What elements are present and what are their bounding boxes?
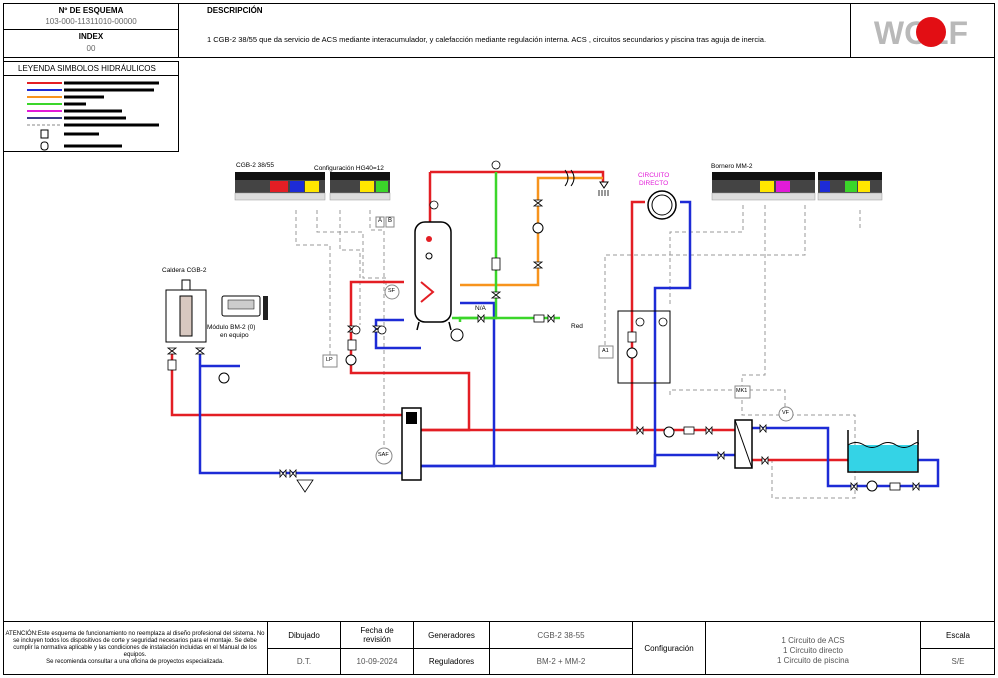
pump-recirculation-icon [532, 222, 544, 234]
scheme-number-value: 103-000-11311010-00000 [45, 17, 137, 26]
index-value: 00 [86, 44, 96, 53]
legend-symbols [27, 81, 159, 151]
generators-value: CGB-2 38-55 [490, 622, 633, 649]
boiler-cgb2 [165, 279, 207, 343]
pumps [218, 222, 878, 492]
vf-label: VF [782, 410, 790, 416]
bm2-module-sublabel: en equipo [220, 332, 249, 339]
sf-label: SF [388, 288, 396, 294]
pump-dhw-icon [345, 354, 357, 366]
config-footer-values: 1 Circuito de ACS 1 Circuito directo 1 C… [706, 622, 921, 675]
config-line-3: 1 Circuito de piscina [776, 656, 850, 665]
na-label: N/A [475, 305, 486, 312]
sensor-mk1-icon [734, 385, 751, 399]
footer: ATENCIÓN:Este esquema de funcionamiento … [3, 621, 995, 675]
swimming-pool [847, 430, 919, 473]
wolf-logo-icon: WOLF [874, 15, 968, 51]
drawn-value: D.T. [268, 649, 341, 675]
regulators-label: Reguladores [414, 649, 490, 675]
sensor-boxes [322, 216, 794, 465]
terminal-b-icon [385, 216, 395, 228]
return-pipes-blue [198, 200, 940, 488]
revision-value: 10-09-2024 [341, 649, 414, 675]
cold-water-pipes-green [452, 172, 560, 322]
index-label: INDEX [78, 32, 104, 41]
scale-label: Escala [921, 622, 995, 649]
separator-top-icon [406, 412, 417, 424]
pump-direct-icon [626, 347, 638, 359]
bm2-module-label: Módulo BM-2 (0) [207, 324, 256, 331]
check-valves [167, 257, 901, 493]
direct-circuit-label-2: DIRECTO [639, 180, 669, 187]
mk1-label: MK1 [736, 388, 748, 394]
bm2-module [221, 295, 268, 320]
legend-symbol-sensor-icon [40, 129, 49, 139]
terminal-block-config [329, 172, 391, 201]
config-label: Configuración HG40=12 [314, 165, 384, 172]
sensor-sf-icon [384, 284, 400, 300]
legend-box: LEYENDA SIMBOLOS HIDRÁULICOS [3, 61, 179, 152]
direct-circuit-group [617, 310, 671, 384]
terminal-block-cgb [234, 172, 326, 201]
footer-warning-text: ATENCIÓN:Este esquema de funcionamiento … [5, 630, 265, 658]
terminal-b-label: B [388, 218, 393, 224]
footer-warning: ATENCIÓN:Este esquema de funcionamiento … [3, 622, 268, 675]
terminal-block-mm2 [711, 172, 883, 201]
config-line-2: 1 Circuito directo [782, 646, 844, 655]
pump-primary-pool-icon [663, 426, 675, 438]
dhw-pipes-orange [460, 176, 603, 287]
hydraulic-separator [401, 407, 422, 481]
legend-title: LEYENDA SIMBOLOS HIDRÁULICOS [18, 64, 156, 73]
legend-symbol-probe-icon [40, 141, 49, 151]
drawn-label: Dibujado [268, 622, 341, 649]
regulators-value: BM-2 + MM-2 [490, 649, 633, 675]
logo-box: WOLF [850, 3, 995, 58]
supply-pipes-red [170, 170, 848, 462]
sensor-a1-icon [598, 345, 614, 359]
logo-circle-icon [916, 17, 946, 47]
footer-warning-advice: Se recomienda consultar a una oficina de… [46, 658, 224, 665]
dhw-tap-icon [564, 169, 609, 196]
description-label: DESCRIPCIÓN [207, 6, 263, 15]
a1-label: A1 [602, 348, 609, 354]
plate-heat-exchanger [734, 419, 753, 469]
sensor-vf-icon [778, 406, 794, 422]
scheme-number-label: Nº DE ESQUEMA [58, 6, 124, 15]
scale-value: S/E [921, 649, 995, 675]
config-line-1: 1 Circuito de ACS [781, 636, 845, 645]
sensor-saf-icon [375, 447, 393, 465]
description-text: 1 CGB-2 38/55 que da servicio de ACS med… [207, 35, 767, 44]
terminal-a-icon [375, 216, 385, 228]
direct-circuit-label-1: CIRCUITO [638, 172, 670, 179]
red-label: Red [571, 323, 583, 330]
config-footer-label: Configuración [633, 622, 706, 675]
lp-label: LP [326, 357, 333, 363]
pump-pool-icon [866, 480, 878, 492]
mm2-terminal-label: Bornero MM-2 [711, 163, 753, 170]
sensor-lp-icon [322, 354, 338, 368]
boiler-label: Caldera CGB-2 [162, 267, 207, 274]
revision-label: Fecha de revisión [341, 622, 414, 649]
generators-label: Generadores [414, 622, 490, 649]
dhw-storage-tank [414, 221, 464, 342]
saf-label: SAF [378, 452, 389, 458]
cgb-terminal-label: CGB-2 38/55 [236, 162, 274, 169]
thermometers [351, 160, 668, 335]
terminal-a-label: A [378, 218, 383, 224]
valves [166, 199, 920, 492]
expansion-vessel-icon [218, 372, 230, 384]
